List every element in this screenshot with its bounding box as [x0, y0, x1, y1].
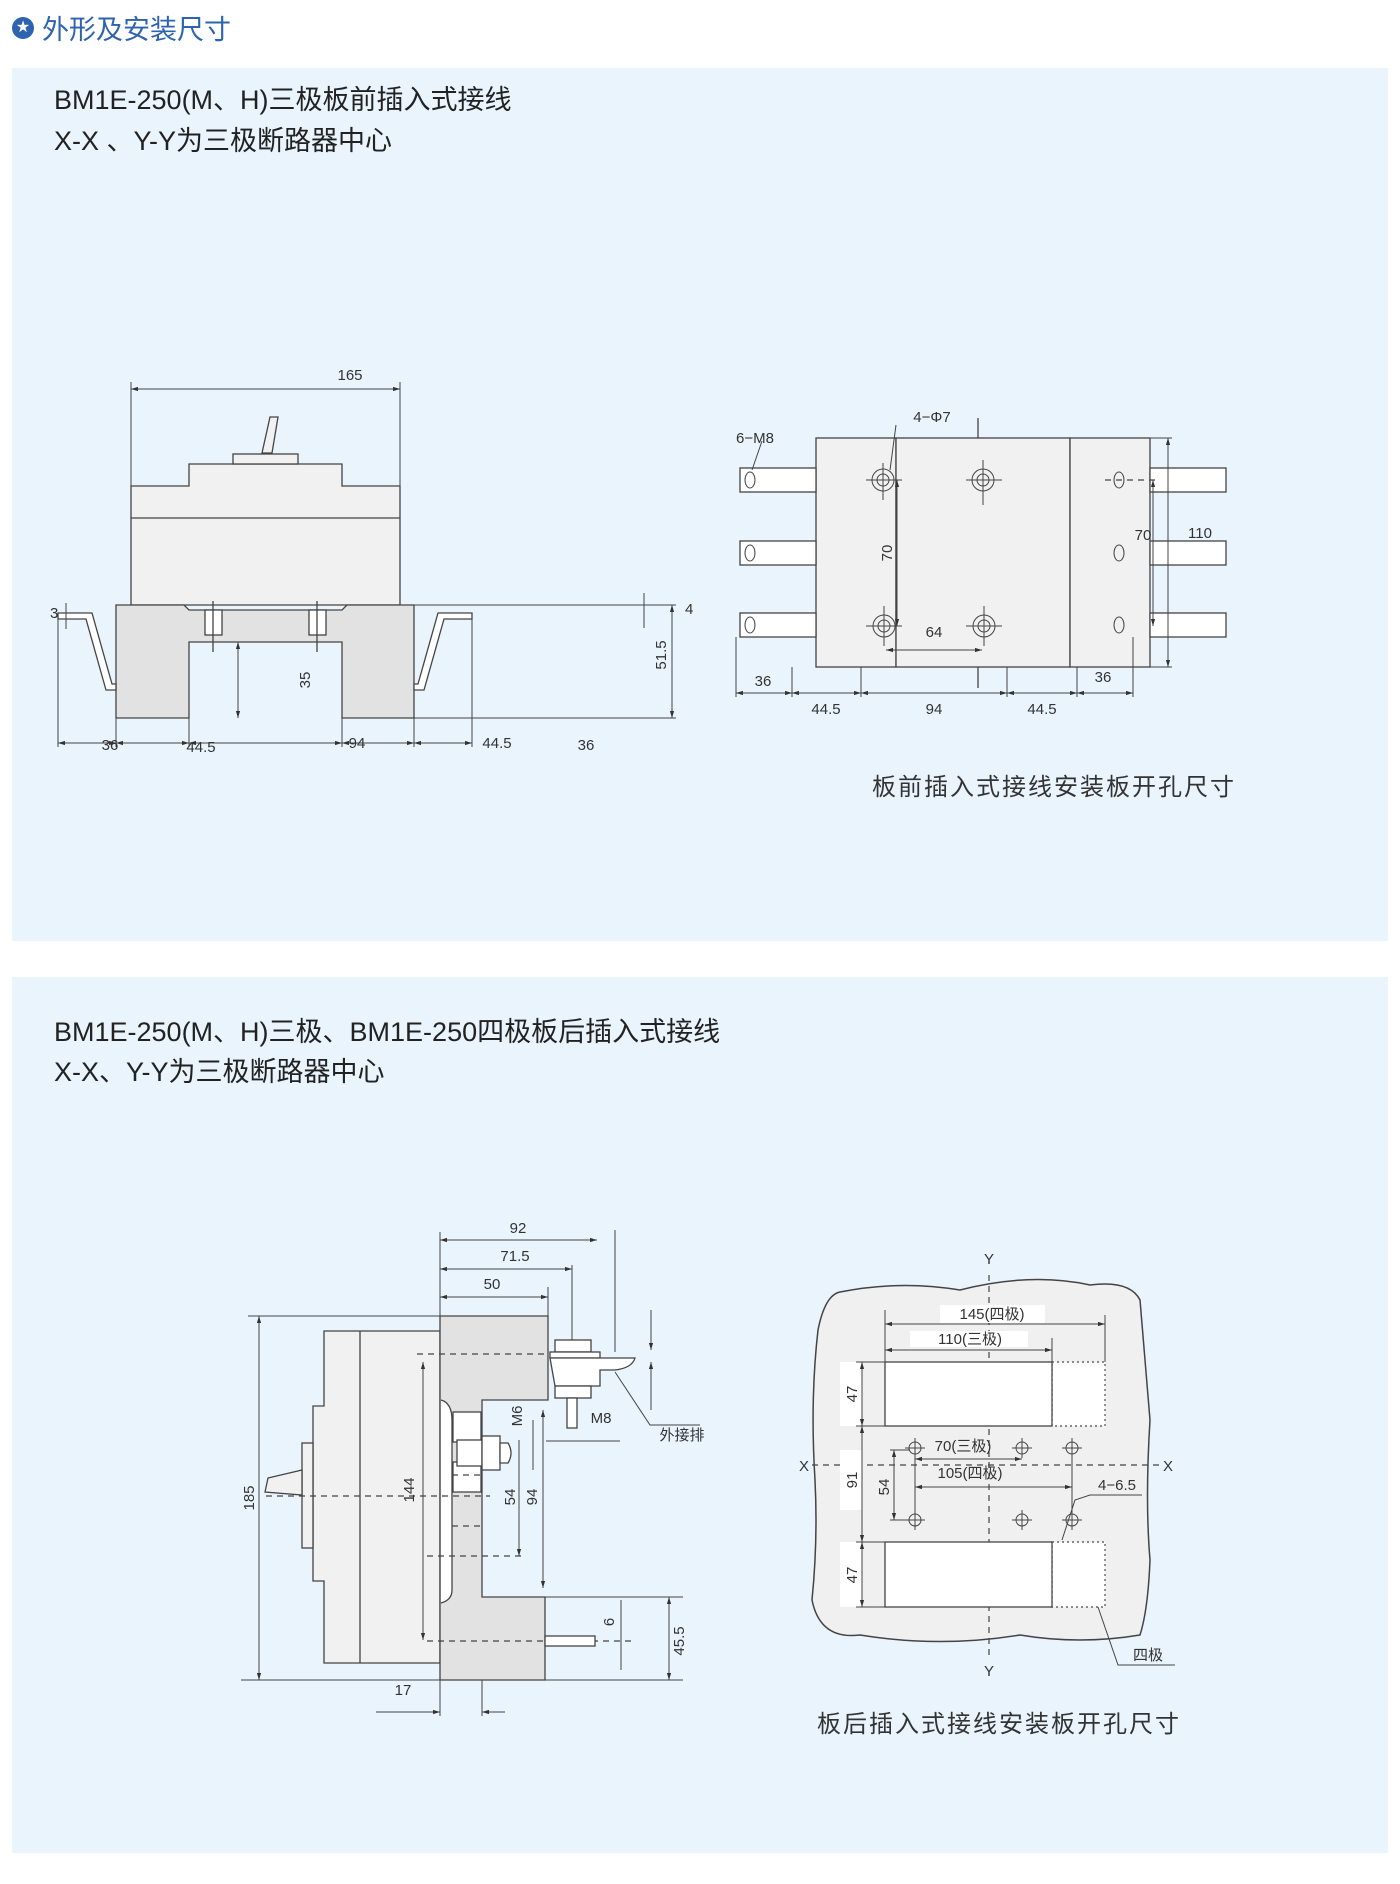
- dim-110-three-pole: 110(三极): [938, 1331, 1002, 1348]
- dim-36-left: 36: [755, 673, 772, 690]
- dim-36-left: 36: [102, 737, 119, 754]
- dim-165: 165: [337, 367, 362, 384]
- label-y-bottom: Y: [984, 1663, 994, 1680]
- dim-45-5: 45.5: [671, 1626, 688, 1655]
- dim-36-right: 36: [578, 737, 595, 754]
- front-view-drawing: 165 36 44.5 94 44.5 36 35 51.5 4 3: [50, 367, 693, 756]
- panel2-title: BM1E-250(M、H)三极、BM1E-250四极板后插入式接线: [54, 1017, 721, 1047]
- dim-92: 92: [510, 1220, 527, 1237]
- dim-54: 54: [502, 1489, 519, 1506]
- dim-6: 6: [601, 1618, 618, 1626]
- dim-144: 144: [401, 1477, 418, 1502]
- dim-17: 17: [395, 1682, 412, 1699]
- dim-35: 35: [297, 672, 314, 689]
- label-4-phi7: 4−Φ7: [913, 409, 950, 426]
- dim-64: 64: [926, 624, 943, 641]
- caption-rear-panel: 板后插入式接线安装板开孔尺寸: [817, 1711, 1181, 1738]
- dim-105-four-pole: 105(四极): [937, 1465, 1002, 1482]
- label-y-top: Y: [984, 1251, 994, 1268]
- dim-50: 50: [484, 1276, 501, 1293]
- label-m8: M8: [591, 1410, 612, 1427]
- panel1-subtitle: X-X 、Y-Y为三极断路器中心: [54, 126, 393, 156]
- panel1-title: BM1E-250(M、H)三极板前插入式接线: [54, 85, 512, 115]
- dim-47-top: 47: [844, 1386, 861, 1403]
- dim-94: 94: [926, 701, 943, 718]
- label-external-busbar: 外接排: [659, 1427, 704, 1444]
- dim-94-side: 94: [524, 1489, 541, 1506]
- section-header-title: 外形及安装尺寸: [42, 15, 231, 45]
- dim-70-three-pole: 70(三极): [935, 1438, 992, 1455]
- rear-cutout-drawing: Y Y X X 145(四极) 110(三极) 47 91 47 54 70(三…: [799, 1251, 1181, 1738]
- label-6-m8: 6−M8: [736, 430, 774, 447]
- side-view-drawing: 92 71.5 50 185 144 54 94 M6 M8 外接排 6: [241, 1220, 705, 1716]
- dim-36-right: 36: [1095, 669, 1112, 686]
- label-four-pole: 四极: [1133, 1647, 1163, 1664]
- star-icon: ★: [12, 16, 34, 39]
- dim-70-holes: 70: [879, 545, 896, 562]
- dim-145-four-pole: 145(四极): [959, 1306, 1024, 1323]
- label-x-left: X: [799, 1458, 809, 1475]
- caption-front-panel: 板前插入式接线安装板开孔尺寸: [872, 774, 1236, 801]
- dim-44-5-right: 44.5: [1027, 701, 1056, 718]
- dim-110: 110: [1188, 525, 1212, 542]
- dim-185: 185: [241, 1485, 258, 1510]
- dim-3: 3: [50, 605, 58, 622]
- dim-71-5: 71.5: [500, 1248, 529, 1265]
- dim-4: 4: [685, 601, 693, 618]
- label-m6: M6: [509, 1406, 526, 1427]
- panel-rear-connection: BM1E-250(M、H)三极、BM1E-250四极板后插入式接线 X-X、Y-…: [12, 977, 1388, 1853]
- dim-44-5-right: 44.5: [482, 735, 511, 752]
- label-x-right: X: [1163, 1458, 1173, 1475]
- dim-54-holes: 54: [876, 1479, 893, 1496]
- panel-cutout-drawing: 70 64 110 70 36 36 44.5 94 44.5 6−M8 4−Φ…: [735, 409, 1236, 801]
- dim-51-5: 51.5: [653, 640, 670, 669]
- dim-70-terminals: 70: [1135, 527, 1152, 544]
- dim-91: 91: [844, 1472, 861, 1489]
- dim-94: 94: [349, 735, 366, 752]
- dim-47-bottom: 47: [844, 1567, 861, 1584]
- label-4-6-5: 4−6.5: [1098, 1477, 1136, 1494]
- dim-44-5-left: 44.5: [811, 701, 840, 718]
- section-header: ★ 外形及安装尺寸: [12, 8, 231, 47]
- panel2-subtitle: X-X、Y-Y为三极断路器中心: [54, 1057, 385, 1087]
- dim-44-5-left: 44.5: [186, 739, 215, 756]
